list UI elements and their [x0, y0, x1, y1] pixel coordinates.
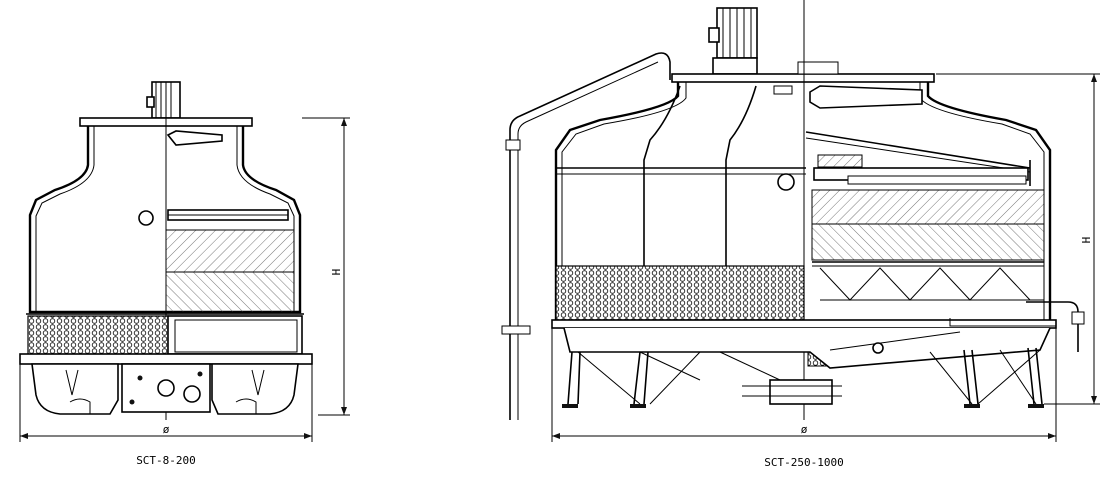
small-basin-right — [211, 363, 299, 415]
large-legs — [562, 347, 1044, 408]
small-fill-upper — [165, 229, 295, 273]
small-motor — [146, 81, 181, 119]
large-model-label: SCT-250-1000 — [764, 456, 843, 469]
large-basin — [563, 327, 1051, 369]
small-basin-left — [31, 363, 119, 415]
large-motor — [708, 7, 758, 75]
small-model-label: SCT-8-200 — [136, 454, 196, 467]
large-inspection-port — [777, 173, 795, 191]
large-tower-drawing: H ø SCT-250-1000 — [501, 0, 1100, 469]
small-inspection-port — [138, 210, 154, 226]
large-height-label: H — [1080, 237, 1093, 244]
large-drain — [769, 379, 833, 405]
large-fan-blade — [809, 85, 923, 109]
large-ladder-pipe — [509, 52, 671, 420]
small-height-label: H — [330, 269, 343, 276]
large-fill-lower — [811, 223, 1045, 261]
large-shell-right — [926, 82, 1052, 326]
small-fan-blade — [166, 130, 223, 146]
small-tower-drawing: H ø SCT-8-200 — [19, 81, 350, 467]
small-base-plate — [19, 353, 313, 365]
small-air-inlet — [27, 315, 169, 355]
large-basin-rim — [551, 319, 1057, 329]
small-fill-lower — [165, 271, 295, 313]
large-diameter-label: ø — [801, 423, 808, 436]
small-shell — [28, 126, 302, 314]
large-air-inlet — [555, 265, 805, 321]
large-fill-upper — [811, 189, 1045, 225]
large-top-cap — [671, 73, 935, 83]
small-diameter-label: ø — [163, 423, 170, 436]
